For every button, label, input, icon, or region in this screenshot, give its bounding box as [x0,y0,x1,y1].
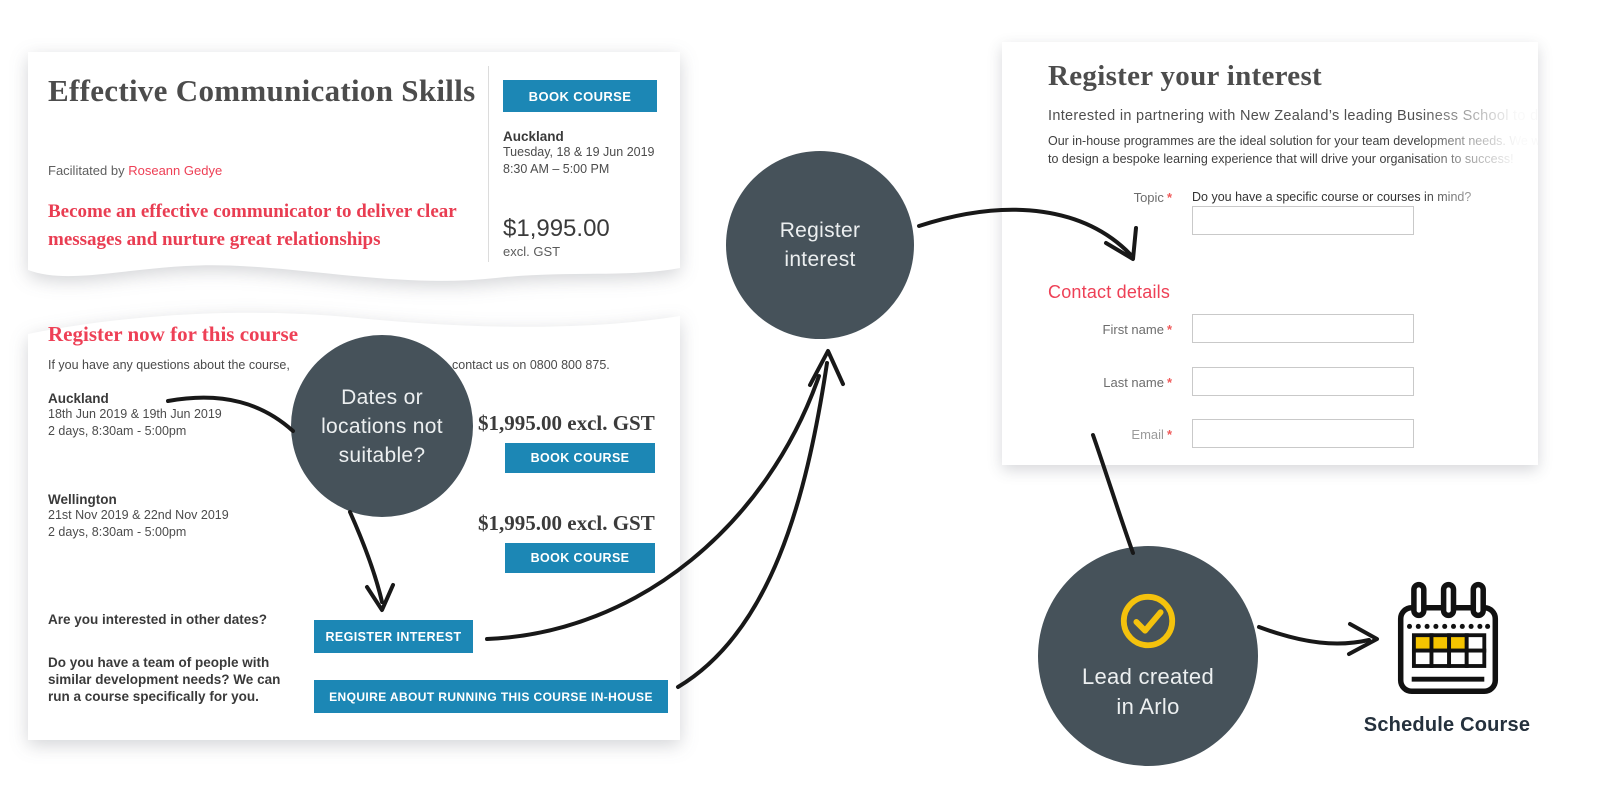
callout-text: in Arlo [1116,694,1180,719]
first-name-input[interactable] [1192,314,1414,343]
first-name-label: First name* [1102,322,1172,337]
session-duration: 2 days, 8:30am - 5:00pm [48,525,187,539]
form-intro-line3: to design a bespoke learning experience … [1048,152,1514,166]
session-dates: 18th Jun 2019 & 19th Jun 2019 [48,407,222,421]
callout-text: Dates or [341,385,423,409]
questions-info-left: If you have any questions about the cour… [48,358,290,372]
session-dates: Tuesday, 18 & 19 Jun 2019 [503,145,655,159]
questions-info-right: contact us on 0800 800 875. [452,358,610,372]
topic-hint: Do you have a specific course or courses… [1192,190,1472,204]
session-city: Wellington [48,492,117,507]
check-circle-icon [1120,593,1176,649]
top-session-info: Auckland Tuesday, 18 & 19 Jun 2019 8:30 … [503,129,655,178]
arrow-enquire-to-circle [676,361,829,689]
topic-input[interactable] [1192,206,1414,235]
register-interest-button[interactable]: REGISTER INTEREST [314,620,473,653]
session-city: Auckland [503,129,564,144]
session-duration: 2 days, 8:30am - 5:00pm [48,424,187,438]
callout-text: Lead created [1081,664,1215,689]
book-course-button-wellington[interactable]: BOOK COURSE [505,543,655,573]
book-course-button-top[interactable]: BOOK COURSE [503,80,657,112]
session-city: Auckland [48,391,109,406]
email-label: Email* [1131,427,1172,442]
panel-edge-fade [1418,42,1538,465]
session-row-wellington: Wellington 21st Nov 2019 & 22nd Nov 2019… [48,492,288,541]
callout-text: interest [784,248,856,271]
book-course-button-auckland[interactable]: BOOK COURSE [505,443,655,473]
form-intro-line2: Our in-house programmes are the ideal so… [1048,134,1538,148]
session-time: 8:30 AM – 5:00 PM [503,162,610,176]
required-asterisk: * [1166,190,1172,205]
callout-register-interest: Register interest [726,151,914,339]
form-intro-line1: Interested in partnering with New Zealan… [1048,108,1538,124]
inhouse-question: Do you have a team of people with simila… [48,655,281,704]
course-title: Effective Communication Skills [48,73,476,108]
callout-text: suitable? [338,443,426,467]
session-price: $1,995.00 excl. GST [478,411,655,435]
required-asterisk: * [1166,322,1172,337]
last-name-input[interactable] [1192,367,1414,396]
callout-lead-created: Lead created in Arlo [1038,546,1258,766]
course-price-note: excl. GST [503,244,561,259]
card-divider [488,66,489,262]
schedule-course-label: Schedule Course [1363,714,1531,736]
calendar-icon [1397,581,1499,695]
course-tagline: Become an effective communicator to deli… [48,201,457,250]
session-row-auckland: Auckland 18th Jun 2019 & 19th Jun 2019 2… [48,391,288,440]
session-price: $1,995.00 excl. GST [478,511,655,535]
arrow-lead-to-calendar [1257,625,1371,646]
callout-text: Register [779,219,861,242]
session-dates: 21st Nov 2019 & 22nd Nov 2019 [48,508,229,522]
contact-details-heading: Contact details [1048,282,1171,302]
arrowhead-up [808,349,845,387]
email-input[interactable] [1192,419,1414,448]
facilitated-by-label: Facilitated by [48,163,125,178]
form-heading: Register your interest [1048,60,1322,92]
required-asterisk: * [1166,427,1172,442]
arrowhead-right [1347,622,1379,656]
required-asterisk: * [1166,375,1172,390]
register-panel-heading: Register now for this course [48,322,299,346]
register-interest-form: Register your interest Interested in par… [1002,42,1538,465]
last-name-label: Last name* [1103,375,1172,390]
course-price: $1,995.00 [503,215,610,242]
callout-dates-not-suitable: Dates or locations not suitable? [291,335,473,517]
enquire-inhouse-button[interactable]: ENQUIRE ABOUT RUNNING THIS COURSE IN-HOU… [314,680,668,713]
facilitator-link[interactable]: Roseann Gedye [128,163,223,178]
facilitated-by: Facilitated by Roseann Gedye [48,163,222,178]
topic-label: Topic* [1133,190,1172,205]
callout-text: locations not [321,414,443,438]
other-dates-question: Are you interested in other dates? [48,612,268,627]
